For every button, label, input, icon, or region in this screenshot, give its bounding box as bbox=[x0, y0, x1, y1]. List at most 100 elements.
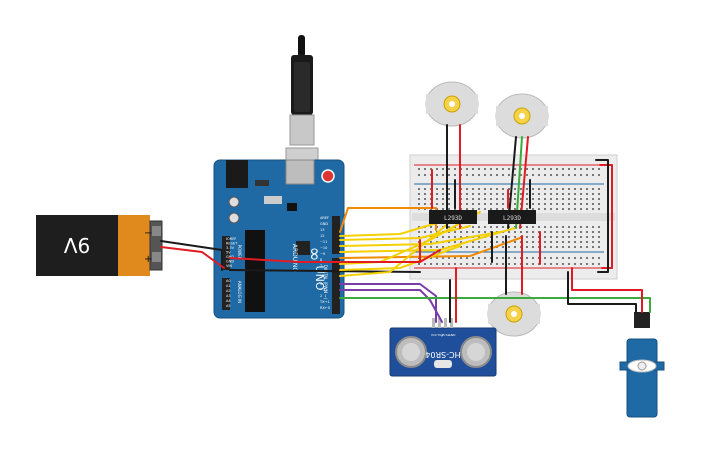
breadboard-hole bbox=[496, 236, 498, 238]
breadboard-hole bbox=[484, 188, 486, 190]
wire-yellow-7 bbox=[339, 221, 451, 277]
arduino-uno[interactable]: ∞ ARDUINO UNO DIGITAL (PWM ~) ANALOG IN … bbox=[213, 159, 345, 319]
digital-pin-label: 8 bbox=[320, 258, 322, 262]
breadboard-hole bbox=[514, 263, 516, 265]
breadboard-hole bbox=[454, 241, 456, 243]
breadboard-hole bbox=[472, 188, 474, 190]
power-label: POWER bbox=[237, 245, 242, 260]
breadboard-hole bbox=[424, 168, 426, 170]
breadboard-hole bbox=[436, 263, 438, 265]
breadboard-hole bbox=[484, 193, 486, 195]
dc-motor-1[interactable] bbox=[425, 81, 479, 127]
breadboard-hole bbox=[514, 231, 516, 233]
breadboard-hole bbox=[532, 257, 534, 259]
breadboard-hole bbox=[598, 263, 600, 265]
breadboard-hole bbox=[562, 193, 564, 195]
breadboard-hole bbox=[424, 174, 426, 176]
breadboard-hole bbox=[592, 168, 594, 170]
breadboard-hole bbox=[574, 198, 576, 200]
breadboard-hole bbox=[592, 226, 594, 228]
breadboard-hole bbox=[514, 203, 516, 205]
breadboard-hole bbox=[532, 263, 534, 265]
breadboard-hole bbox=[574, 203, 576, 205]
breadboard-hole bbox=[532, 168, 534, 170]
breadboard-hole bbox=[436, 257, 438, 259]
dc-motor-3[interactable] bbox=[487, 291, 541, 337]
analog-label: ANALOG IN bbox=[237, 281, 242, 303]
breadboard-hole bbox=[592, 241, 594, 243]
breadboard-hole bbox=[580, 174, 582, 176]
breadboard-hole bbox=[514, 198, 516, 200]
breadboard-hole bbox=[598, 208, 600, 210]
breadboard-hole bbox=[544, 193, 546, 195]
breadboard-hole bbox=[532, 203, 534, 205]
battery-9v[interactable]: 9V − + bbox=[36, 215, 163, 276]
breadboard-hole bbox=[424, 198, 426, 200]
dc-motor-2[interactable] bbox=[495, 93, 549, 139]
wire-purple-2 bbox=[339, 289, 443, 323]
breadboard-hole bbox=[556, 208, 558, 210]
breadboard-hole bbox=[424, 203, 426, 205]
sensor-pin[interactable] bbox=[444, 318, 447, 328]
breadboard-hole bbox=[490, 226, 492, 228]
breadboard-hole bbox=[514, 246, 516, 248]
l293d-ic-1[interactable]: L293D bbox=[429, 210, 477, 224]
breadboard-hole bbox=[472, 231, 474, 233]
reset-button[interactable] bbox=[321, 169, 335, 183]
sensor-pin[interactable] bbox=[450, 318, 453, 328]
breadboard-hole bbox=[478, 236, 480, 238]
breadboard-hole bbox=[586, 246, 588, 248]
breadboard-hole bbox=[448, 236, 450, 238]
breadboard-hole bbox=[598, 174, 600, 176]
breadboard-hole bbox=[478, 257, 480, 259]
breadboard-hole bbox=[550, 188, 552, 190]
breadboard-hole bbox=[442, 174, 444, 176]
breadboard-hole bbox=[478, 203, 480, 205]
wire-battery-red bbox=[160, 246, 225, 269]
breadboard-hole bbox=[460, 246, 462, 248]
breadboard-hole bbox=[580, 226, 582, 228]
sensor-pin[interactable] bbox=[432, 318, 435, 328]
breadboard-hole bbox=[568, 193, 570, 195]
breadboard-hole bbox=[520, 193, 522, 195]
power-jack[interactable] bbox=[226, 160, 248, 188]
breadboard-hole bbox=[430, 246, 432, 248]
breadboard-hole bbox=[466, 257, 468, 259]
breadboard-hole bbox=[502, 208, 504, 210]
breadboard-hole bbox=[514, 188, 516, 190]
breadboard-hole bbox=[448, 174, 450, 176]
ic1-label: L293D bbox=[444, 215, 462, 222]
breadboard-hole bbox=[490, 203, 492, 205]
ic2-label: L293D bbox=[503, 215, 521, 222]
breadboard-hole bbox=[562, 208, 564, 210]
breadboard-hole bbox=[460, 257, 462, 259]
breadboard-hole bbox=[532, 246, 534, 248]
breadboard-hole bbox=[418, 198, 420, 200]
breadboard-hole bbox=[538, 193, 540, 195]
breadboard-hole bbox=[544, 174, 546, 176]
breadboard-hole bbox=[430, 231, 432, 233]
breadboard-hole bbox=[472, 193, 474, 195]
breadboard-hole bbox=[520, 203, 522, 205]
breadboard-hole bbox=[472, 263, 474, 265]
breadboard-hole bbox=[574, 257, 576, 259]
breadboard-hole bbox=[526, 188, 528, 190]
power-pin-label: GND bbox=[226, 255, 234, 259]
l293d-ic-2[interactable]: L293D bbox=[488, 210, 536, 224]
breadboard-hole bbox=[580, 246, 582, 248]
sensor-pin[interactable] bbox=[438, 318, 441, 328]
breadboard-hole bbox=[454, 174, 456, 176]
digital-pin-label: TX→1 bbox=[319, 300, 330, 304]
digital-pin-label: ~11 bbox=[320, 240, 327, 244]
servo-motor[interactable] bbox=[619, 312, 665, 418]
breadboard-hole bbox=[418, 174, 420, 176]
breadboard-hole bbox=[580, 188, 582, 190]
breadboard-hole bbox=[466, 263, 468, 265]
breadboard-hole bbox=[598, 231, 600, 233]
breadboard-hole bbox=[484, 263, 486, 265]
breadboard-hole bbox=[586, 208, 588, 210]
wire-green-servo bbox=[339, 297, 651, 313]
breadboard-hole bbox=[580, 198, 582, 200]
usb-port[interactable] bbox=[285, 159, 315, 185]
